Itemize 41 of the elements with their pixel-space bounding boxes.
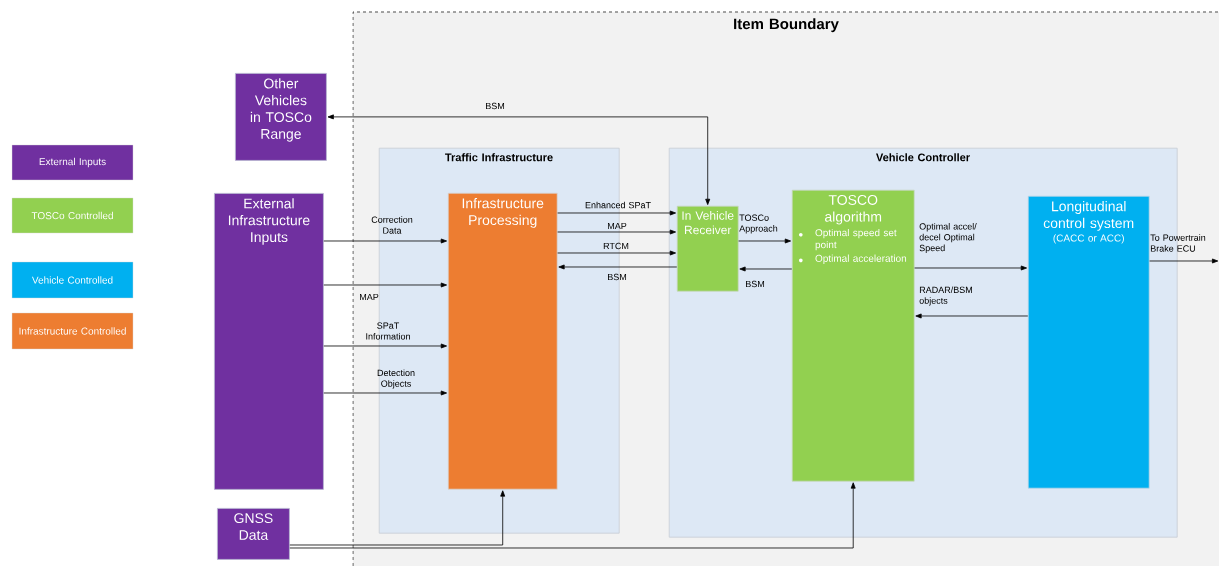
arrow xyxy=(323,390,447,396)
edge-label: RADAR/BSM objects xyxy=(919,286,972,306)
process-box: Longitudinal control system (CACC or ACC) xyxy=(1027,195,1150,489)
arrow xyxy=(323,282,447,288)
arrow xyxy=(915,313,1029,319)
edge-label: Detection Objects xyxy=(377,369,415,389)
edge-label: Correction Data xyxy=(371,216,413,234)
edge-label: Optimal accel/ decel Optimal Speed xyxy=(919,223,977,253)
arrow xyxy=(323,238,447,244)
process-box: TOSCO algorithm Optimal speed set point Optimal acceleration xyxy=(791,189,915,482)
edge-label: BSM xyxy=(486,102,504,110)
process-box: GNSS Data xyxy=(217,508,290,560)
arrow xyxy=(289,490,506,546)
edge-label: SPaT Information xyxy=(366,322,410,340)
edge-label: To Powertrain Brake ECU xyxy=(1150,234,1206,252)
arrow xyxy=(289,482,856,549)
arrow xyxy=(558,264,678,270)
legend-item: Infrastructure Controlled xyxy=(11,312,134,350)
edge-label: MAP xyxy=(608,222,627,230)
arrow xyxy=(739,266,793,272)
arrow xyxy=(323,343,447,349)
arrow xyxy=(914,265,1027,271)
edge-label: TOSCo Approach xyxy=(739,214,778,234)
arrow xyxy=(327,114,711,205)
arrow xyxy=(557,250,676,256)
legend-item: Vehicle Controlled xyxy=(11,261,134,299)
process-box: Infrastructure Processing xyxy=(447,192,558,490)
process-box: External Infrastructure Inputs xyxy=(214,193,324,490)
legend-item: TOSCo Controlled xyxy=(11,197,134,234)
process-box: Other Vehicles in TOSCo Range xyxy=(235,73,327,161)
edge-label: Enhanced SPaT xyxy=(585,201,651,209)
edge-label: BSM xyxy=(746,280,764,288)
arrow xyxy=(1149,258,1219,264)
process-box: In Vehicle Receiver xyxy=(676,205,739,292)
arrow xyxy=(738,238,791,244)
arrow xyxy=(557,210,676,216)
edge-label: BSM xyxy=(608,273,626,281)
edge-label: MAP xyxy=(360,293,379,301)
legend-item: External Inputs xyxy=(11,144,134,181)
arrow xyxy=(557,229,676,235)
edge-label: RTCM xyxy=(603,242,629,250)
